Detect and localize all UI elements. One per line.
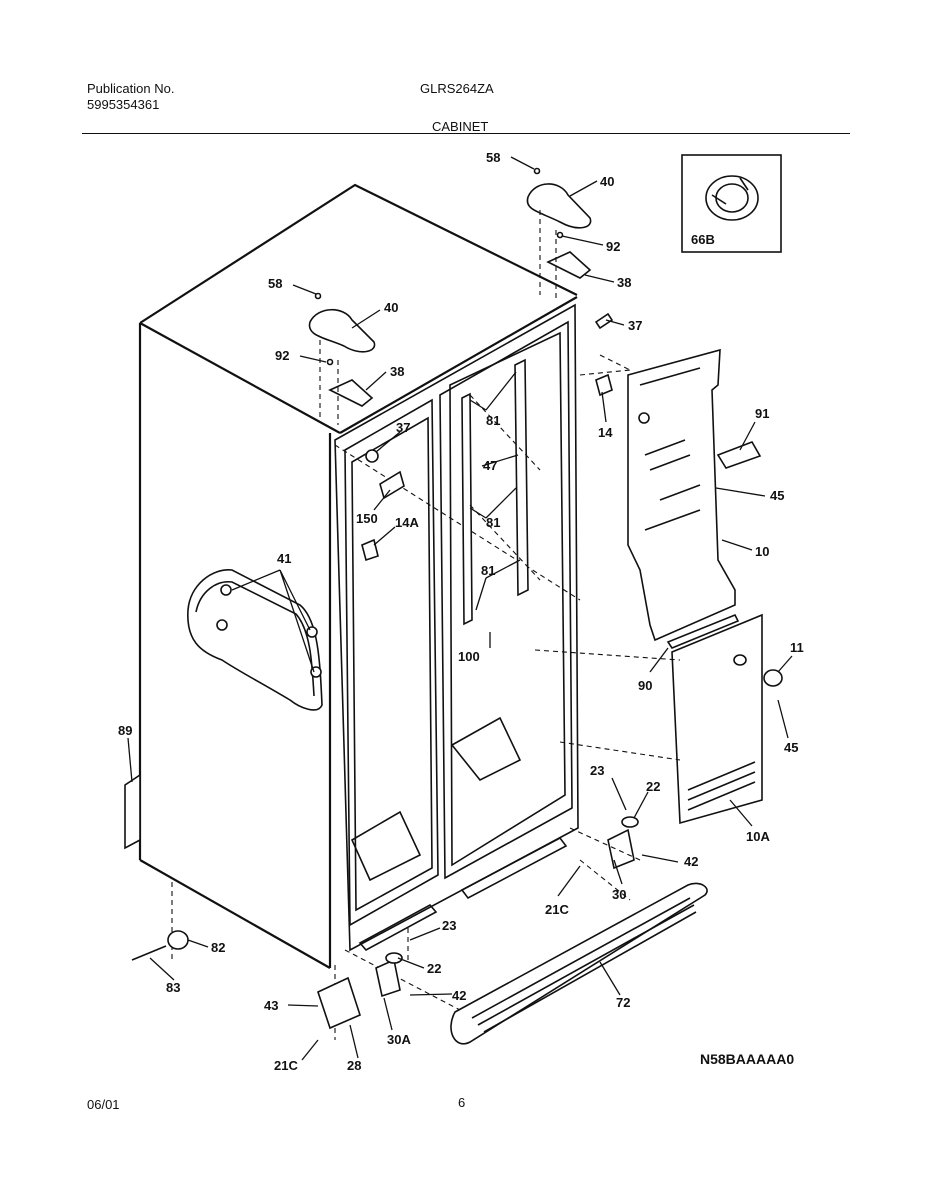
header-rule xyxy=(82,133,850,134)
plug-11 xyxy=(763,669,783,687)
callout-47: 47 xyxy=(483,458,497,473)
callout-21c-right: 21C xyxy=(545,902,569,917)
callout-90: 90 xyxy=(638,678,652,693)
back-panel-10 xyxy=(579,348,736,642)
publication-number: 5995354361 xyxy=(87,97,160,112)
callout-10: 10 xyxy=(755,544,769,559)
hinge-top-right xyxy=(526,167,592,300)
callout-labels: 58 40 92 38 58 40 92 38 37 37 14 14A 150… xyxy=(118,150,804,1073)
page-number: 6 xyxy=(458,1095,466,1110)
callout-22-left: 22 xyxy=(427,961,441,976)
callout-81-middle: 81 xyxy=(486,515,500,530)
callout-81-upper: 81 xyxy=(486,413,500,428)
callout-38-top-left: 38 xyxy=(390,364,404,379)
callout-28: 28 xyxy=(347,1058,361,1073)
grille-72 xyxy=(344,882,708,1045)
callout-10a: 10A xyxy=(746,829,770,844)
callout-83: 83 xyxy=(166,980,180,995)
section-title: CABINET xyxy=(432,119,489,134)
callout-23-right: 23 xyxy=(590,763,604,778)
inset-66b xyxy=(681,154,782,253)
lower-panel-10a xyxy=(534,613,763,825)
bracket-91 xyxy=(716,441,762,469)
callout-14: 14 xyxy=(598,425,613,440)
callout-43: 43 xyxy=(264,998,278,1013)
callout-58-top-right: 58 xyxy=(486,150,500,165)
callout-92-top-right: 92 xyxy=(606,239,620,254)
callout-58-top-left: 58 xyxy=(268,276,282,291)
callout-45-upper: 45 xyxy=(770,488,784,503)
callout-21c-left: 21C xyxy=(274,1058,298,1073)
callout-92-top-left: 92 xyxy=(275,348,289,363)
hinge-bottom-left xyxy=(317,928,409,1030)
callout-150: 150 xyxy=(356,511,378,526)
callout-38-top-right: 38 xyxy=(617,275,631,290)
callout-23-left: 23 xyxy=(442,918,456,933)
callout-37-left: 37 xyxy=(396,420,410,435)
clip-14 xyxy=(595,373,613,397)
diagram-code: N58BAAAAA0 xyxy=(700,1051,794,1067)
screw-83 xyxy=(131,945,167,961)
callout-81-lower: 81 xyxy=(481,563,495,578)
callout-30a: 30A xyxy=(387,1032,411,1047)
hinge-top-left xyxy=(308,292,376,425)
hinge-bottom-right xyxy=(569,816,641,901)
callout-100: 100 xyxy=(458,649,480,664)
callout-30: 30 xyxy=(612,887,626,902)
callout-22-right: 22 xyxy=(646,779,660,794)
inset-label-66b: 66B xyxy=(691,232,715,247)
callout-45-lower: 45 xyxy=(784,740,798,755)
callout-40-top-left: 40 xyxy=(384,300,398,315)
shelf-rails xyxy=(461,358,541,626)
footer-date: 06/01 xyxy=(87,1097,120,1112)
plug-37-left xyxy=(365,449,379,463)
callout-91: 91 xyxy=(755,406,769,421)
bracket-150 xyxy=(379,470,405,500)
callout-41: 41 xyxy=(277,551,291,566)
model-number: GLRS264ZA xyxy=(420,81,494,96)
callout-37-top: 37 xyxy=(628,318,642,333)
callout-14a: 14A xyxy=(395,515,419,530)
callout-42-right: 42 xyxy=(684,854,698,869)
callout-40-top-right: 40 xyxy=(600,174,614,189)
side-bracket-89 xyxy=(124,773,141,850)
evaporator-cover-41 xyxy=(187,569,323,711)
plug-37-top xyxy=(594,312,614,330)
callout-42-left: 42 xyxy=(452,988,466,1003)
leader-lines xyxy=(127,156,793,1061)
callout-72: 72 xyxy=(616,995,630,1010)
callout-11: 11 xyxy=(790,640,804,655)
leveler-82 xyxy=(167,930,189,950)
publication-label: Publication No. xyxy=(87,81,175,96)
callout-89: 89 xyxy=(118,723,132,738)
callout-82: 82 xyxy=(211,940,225,955)
strip-90 xyxy=(666,613,740,649)
